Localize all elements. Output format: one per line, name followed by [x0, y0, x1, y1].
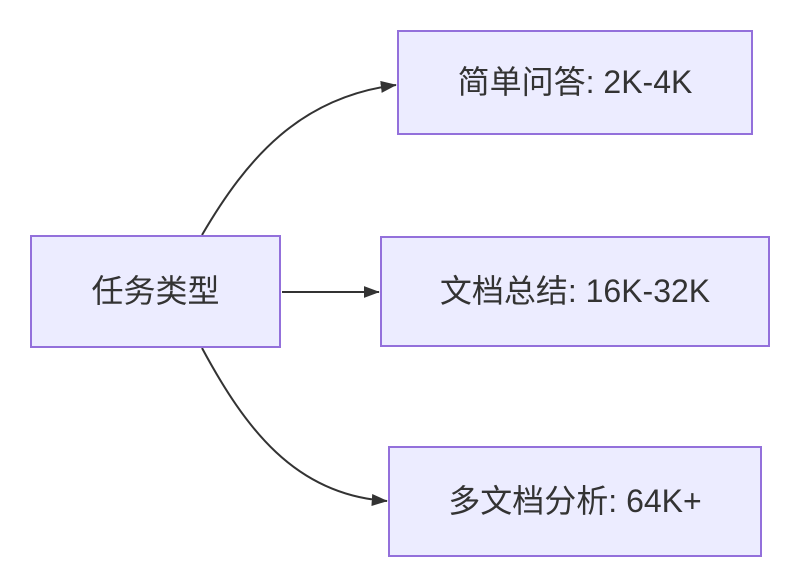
node-doc-summary-label: 文档总结: 16K-32K [439, 273, 711, 310]
node-task-type-label: 任务类型 [91, 273, 220, 310]
node-simple-qa-label: 简单问答: 2K-4K [457, 64, 693, 101]
edge-task-to-simple-qa [201, 80, 397, 236]
node-task-type: 任务类型 [30, 235, 281, 348]
edge-task-to-multi-doc [201, 347, 388, 506]
node-multi-doc-label: 多文档分析: 64K+ [448, 483, 702, 520]
node-doc-summary: 文档总结: 16K-32K [380, 236, 770, 347]
node-multi-doc: 多文档分析: 64K+ [388, 446, 762, 557]
node-simple-qa: 简单问答: 2K-4K [397, 30, 753, 135]
